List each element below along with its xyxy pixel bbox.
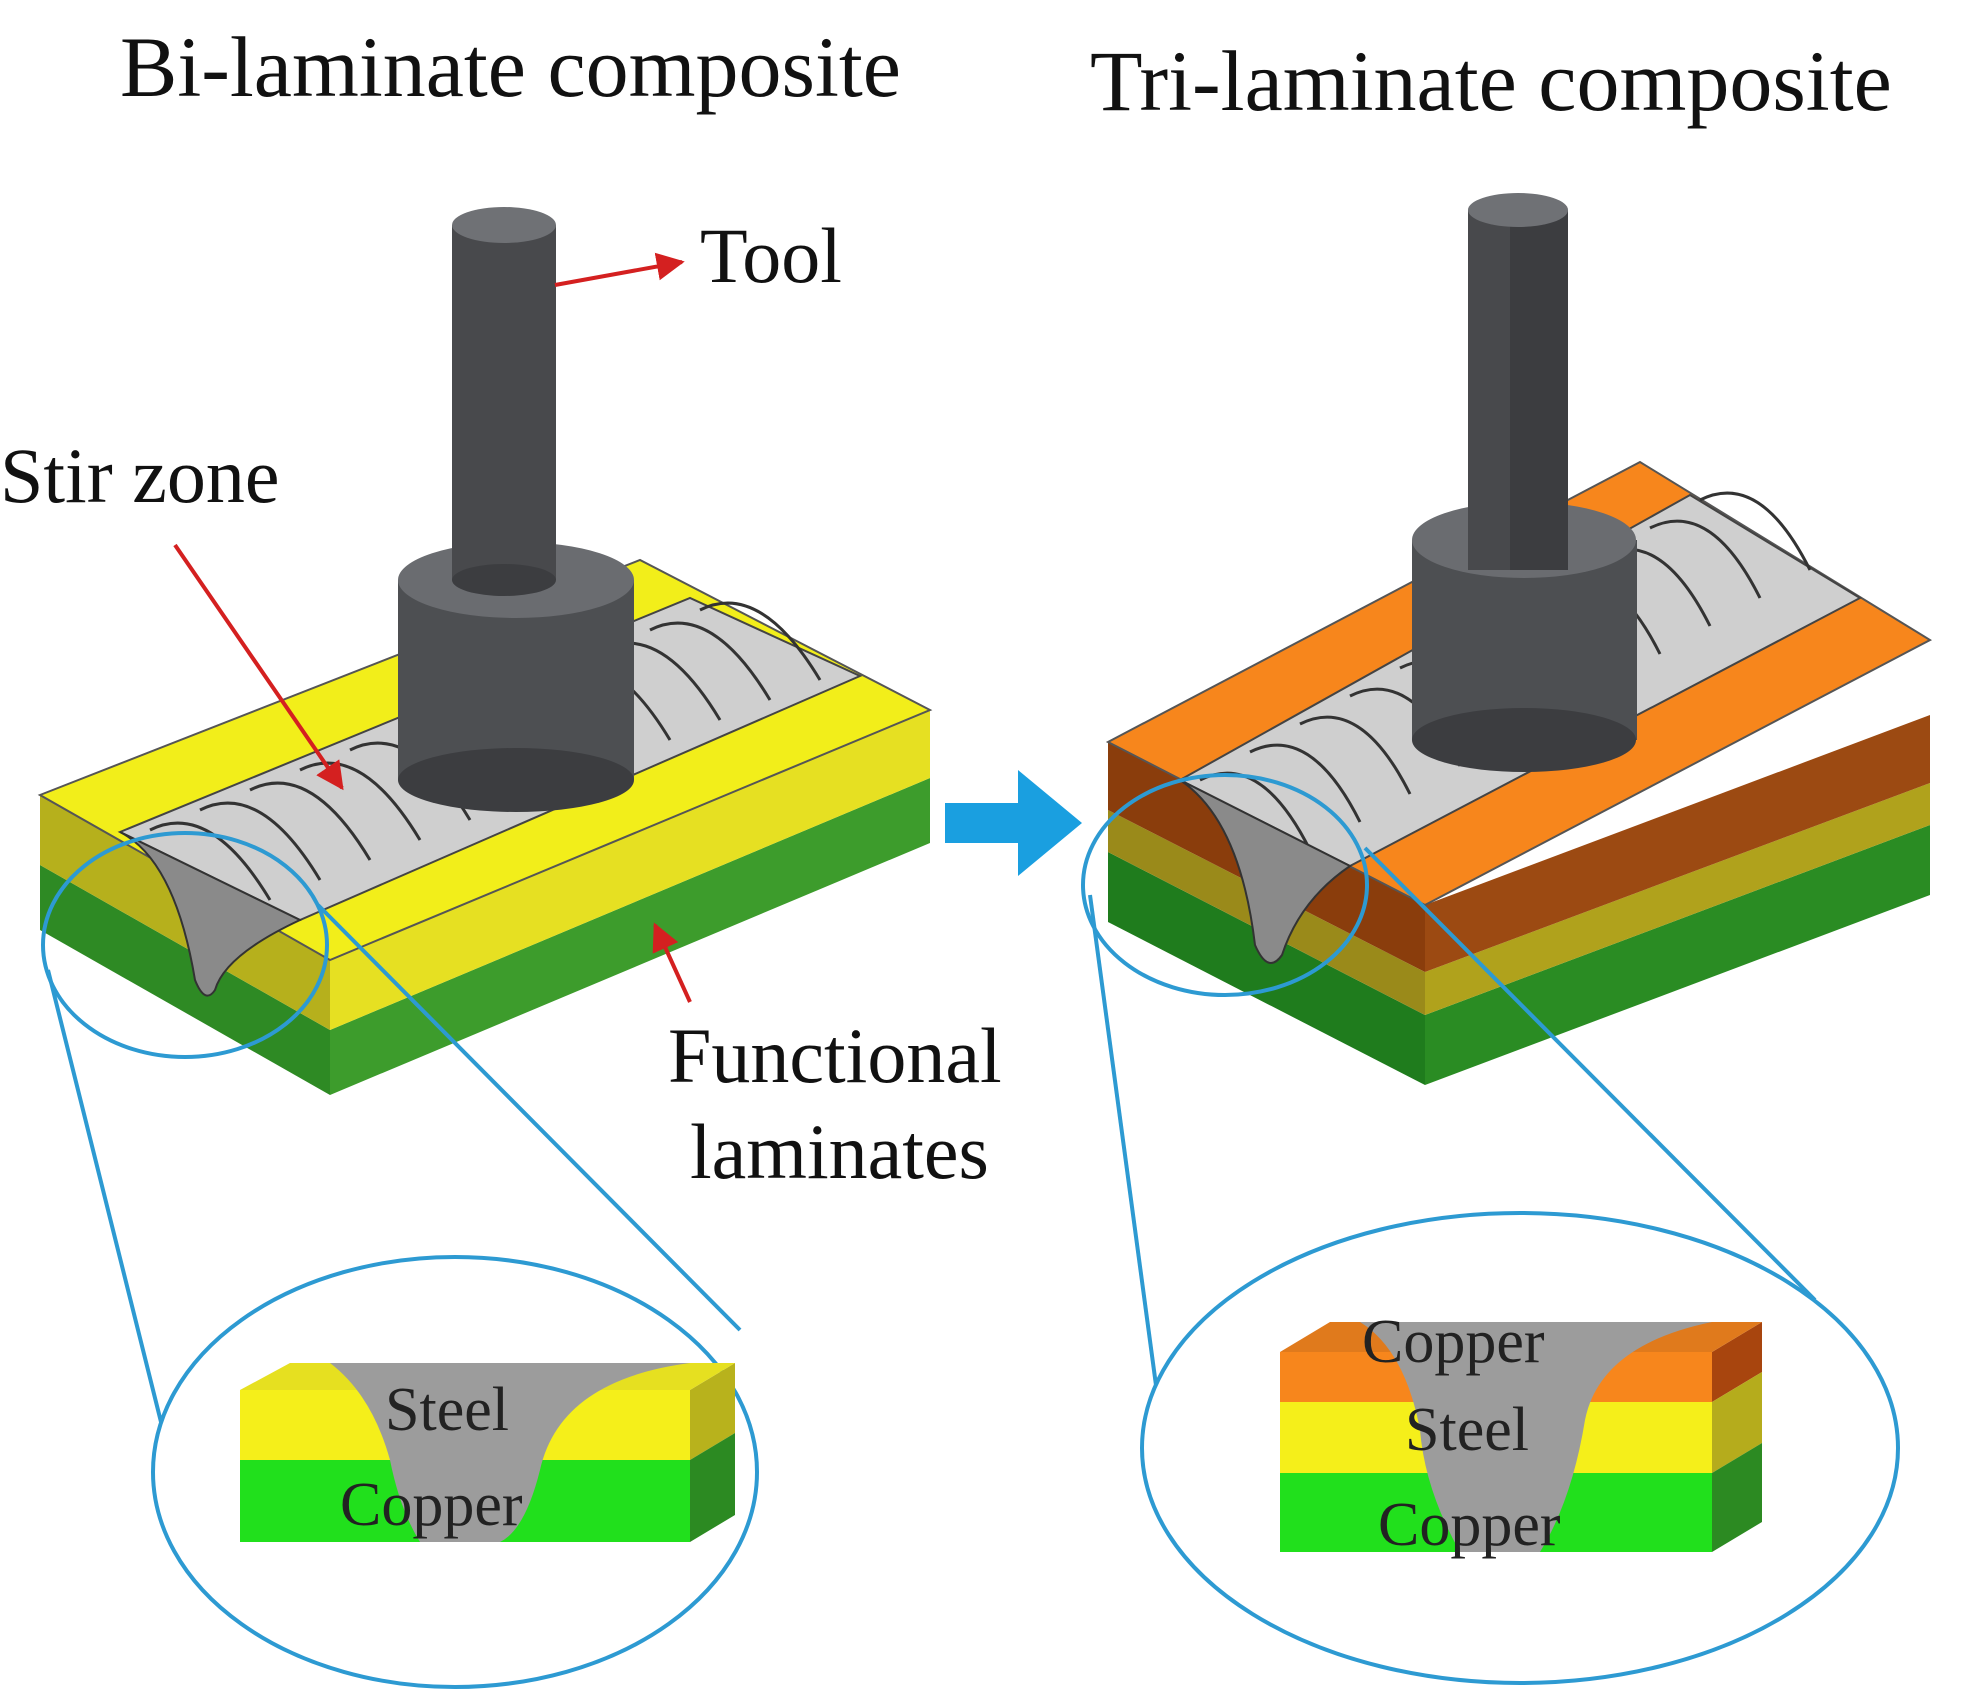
bi-copper-layer-front (40, 865, 330, 1095)
bi-zoom: Steel Copper (41, 831, 759, 1689)
tri-inset-right-middle (1712, 1372, 1762, 1473)
tri-tool-pin-flat (1510, 210, 1568, 570)
tri-stir-cross-section (1179, 779, 1352, 964)
bi-steel-layer-side (330, 710, 930, 1030)
bi-laminate-title: Bi-laminate composite (120, 19, 901, 115)
tri-zoom: Copper Steel Copper (1081, 773, 1900, 1685)
bi-inset-copper-label: Copper (340, 1471, 523, 1539)
bi-zoom-line-right (316, 903, 742, 1332)
tool-leader (554, 252, 685, 287)
tool-label: Tool (700, 212, 842, 299)
bi-tool-pin (452, 225, 556, 580)
tri-zoom-line-left (1088, 894, 1162, 1416)
bi-tool (398, 207, 634, 812)
tri-zoom-source-circle (1081, 773, 1369, 997)
tri-copper-top-side (1425, 715, 1930, 972)
bi-zoom-line-left (46, 969, 170, 1451)
right-arrow-icon (945, 770, 1082, 876)
bi-zoom-source-circle (41, 831, 329, 1059)
bi-inset-steel-label: Steel (385, 1376, 509, 1444)
tri-copper-bottom-front (1108, 852, 1425, 1085)
stir-zone-label: Stir zone (0, 432, 279, 519)
bi-copper-layer-side (330, 778, 930, 1095)
functional-laminates-leader (652, 922, 692, 1003)
tri-steel-middle-side (1425, 783, 1930, 1015)
tri-tool (1412, 193, 1637, 772)
stir-zone-leader (173, 543, 344, 791)
tri-inset-stir-shape (1360, 1322, 1712, 1552)
bi-stir-cross-section (119, 831, 303, 997)
tri-inset-copper-top-label: Copper (1362, 1308, 1545, 1376)
tri-inset-right-bottom (1712, 1443, 1762, 1552)
bi-tool-pin-base (452, 564, 556, 596)
tri-inset-copper-bottom-label: Copper (1378, 1491, 1561, 1559)
bi-inset-right-top (690, 1363, 735, 1460)
bi-inset-stir-shape (330, 1363, 690, 1542)
tri-zoom-line-right (1363, 846, 1817, 1302)
tri-tool-shoulder-bottom (1412, 708, 1636, 772)
tri-inset-steel-label: Steel (1405, 1396, 1529, 1464)
tri-laminate-title: Tri-laminate composite (1090, 33, 1892, 129)
functional-label-line1: Functional (668, 1012, 1002, 1099)
functional-label-line2: laminates (690, 1108, 989, 1195)
bi-inset-right-bottom (690, 1433, 735, 1542)
tri-copper-bottom-side (1425, 825, 1930, 1085)
bi-tool-pin-top (452, 207, 556, 243)
tri-inset-right-top (1712, 1322, 1762, 1402)
bi-tool-shoulder-bottom (398, 748, 634, 812)
tri-tool-pin-top (1468, 193, 1568, 227)
